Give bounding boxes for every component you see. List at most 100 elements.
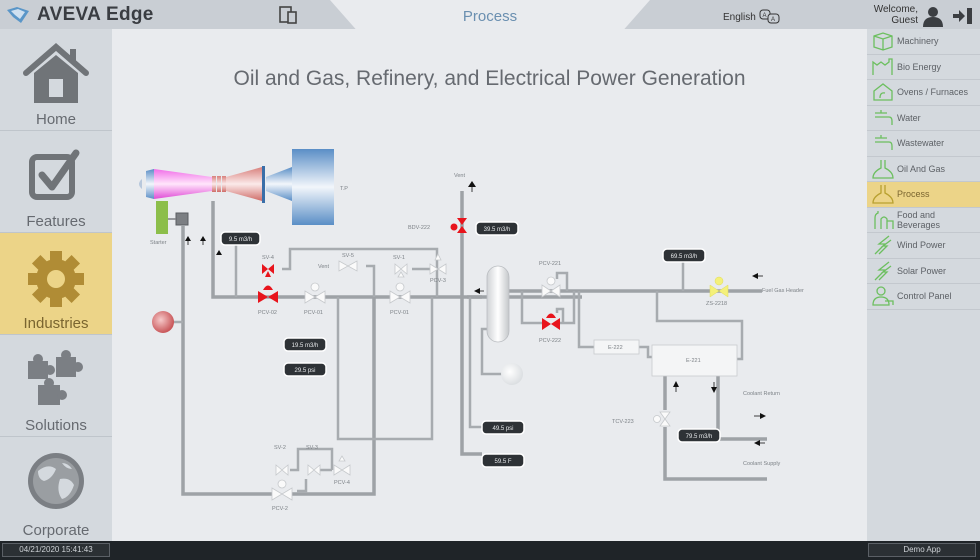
logout-icon[interactable] — [952, 7, 974, 25]
puzzle-icon — [28, 350, 83, 405]
pcv-01a-label: PCV-01 — [304, 310, 323, 316]
checkbox-icon — [29, 149, 80, 200]
starter-motor — [156, 201, 168, 234]
language-selector[interactable]: English A A — [723, 9, 781, 25]
gas-turbine — [139, 149, 334, 225]
pcv-01b-valve[interactable] — [389, 282, 411, 304]
industry-item-process[interactable]: Process — [867, 182, 980, 208]
pcv-01b-label: PCV-01 — [390, 310, 409, 316]
status-bar: 04/21/2020 15:41:43 Demo App — [0, 541, 980, 560]
flow-reading-1: 9.5 m3/h — [220, 231, 261, 246]
user-icon[interactable] — [922, 5, 944, 27]
industry-item-machinery[interactable]: Machinery — [867, 29, 980, 55]
pcv-221-valve[interactable] — [541, 276, 561, 298]
flask-icon — [872, 159, 894, 179]
red-sphere — [152, 311, 174, 333]
pipes — [172, 191, 767, 496]
zs-2218-valve[interactable] — [709, 276, 729, 298]
arrow-up-icon — [216, 250, 222, 255]
aveva-logo-icon — [7, 7, 29, 23]
arrow-up-icon — [468, 181, 476, 187]
nav-item-industries[interactable]: Industries — [0, 233, 112, 335]
pcv-4-label: PCV-4 — [334, 480, 350, 486]
industry-item-oil-and-gas[interactable]: Oil And Gas — [867, 157, 980, 182]
box-icon — [873, 32, 893, 51]
flow-reading-bdv: 39.5 m3/h — [475, 221, 519, 236]
arrow-left-icon — [474, 288, 480, 294]
sv-1-label: SV-1 — [393, 255, 405, 261]
pcv-02-label: PCV-02 — [258, 310, 277, 316]
tcv-223-valve[interactable] — [653, 411, 671, 427]
left-nav: Home Features Industries — [0, 29, 112, 541]
nav-item-solutions[interactable]: Solutions — [0, 335, 112, 437]
industry-item-water[interactable]: Water — [867, 106, 980, 131]
pcv-3-label: PCV-3 — [430, 278, 446, 284]
svg-text:59.5 F: 59.5 F — [494, 459, 511, 465]
industry-item-wind-power[interactable]: Wind Power — [867, 233, 980, 259]
sv-1-valve[interactable] — [394, 263, 408, 278]
industry-item-solar-power[interactable]: Solar Power — [867, 259, 980, 284]
right-nav: Machinery Bio Energy Ovens / Furnaces Wa… — [867, 29, 980, 541]
nav-item-home[interactable]: Home — [0, 29, 112, 131]
white-sphere — [501, 363, 523, 385]
sv-5-label: SV-5 — [342, 253, 354, 259]
e-221-label: E-221 — [686, 358, 701, 364]
bdv-222-valve[interactable] — [450, 218, 468, 233]
vent-sv5-label: Vent — [318, 264, 329, 270]
pcv-2-valve[interactable] — [271, 479, 293, 501]
sv-3-valve[interactable] — [307, 464, 321, 476]
svg-text:A: A — [762, 13, 766, 19]
gear-icon — [28, 251, 84, 307]
center-tab — [330, 0, 650, 29]
diagram-title: Oil and Gas, Refinery, and Electrical Po… — [233, 67, 746, 90]
nav-item-features[interactable]: Features — [0, 131, 112, 233]
e-222-label: E-222 — [608, 345, 623, 351]
sv-2-valve[interactable] — [275, 464, 289, 476]
faucet-icon — [875, 135, 893, 151]
globe-icon — [28, 453, 84, 509]
separator-vessel — [486, 265, 510, 343]
app-name: AVEVA Edge — [37, 4, 154, 25]
nav-item-corporate[interactable]: Corporate — [0, 437, 112, 541]
bdv-222-label: BDV-222 — [408, 225, 430, 231]
industry-item-wastewater[interactable]: Wastewater — [867, 131, 980, 157]
starter-label: Starter — [150, 240, 167, 246]
sv-4-valve[interactable] — [262, 264, 274, 277]
industry-item-control-panel[interactable]: Control Panel — [867, 284, 980, 310]
flow-reading-coolant: 79.5 m3/h — [677, 428, 721, 443]
page-title: Process — [462, 8, 518, 25]
sv-5-valve[interactable] — [338, 260, 358, 272]
home-icon — [23, 43, 89, 103]
fuel-gas-header-label: Fuel Gas Header — [762, 288, 804, 294]
pcv-222-valve[interactable] — [542, 313, 560, 331]
pcv-02-valve[interactable] — [258, 285, 278, 304]
pcv-4-valve[interactable] — [333, 455, 351, 476]
svg-text:A: A — [771, 17, 775, 23]
pcv-3-valve[interactable] — [429, 253, 447, 275]
industry-item-bio-energy[interactable]: Bio Energy — [867, 55, 980, 80]
operator-icon — [872, 286, 894, 306]
svg-text:9.5 m3/h: 9.5 m3/h — [229, 237, 252, 243]
device-view-icon[interactable] — [279, 6, 299, 24]
sv-3-label: SV-3 — [306, 445, 318, 451]
industry-item-food-and-beverages[interactable]: Food and Beverages — [867, 208, 980, 233]
top-bar: AVEVA Edge Process English A A Welcome, … — [0, 0, 980, 29]
arrow-up-icon — [200, 236, 206, 241]
pressure-reading-mid: 29.5 psi — [283, 362, 327, 377]
industry-item-ovens-furnaces[interactable]: Ovens / Furnaces — [867, 80, 980, 106]
zs-2218-label: ZS-2218 — [706, 301, 727, 307]
e-221-exchanger — [651, 344, 738, 377]
temperature-reading-vessel: 59.5 F — [481, 453, 525, 468]
arrow-down-icon — [711, 387, 717, 393]
svg-text:39.5 m3/h: 39.5 m3/h — [484, 227, 511, 233]
oven-icon — [873, 83, 893, 101]
datetime-display: 04/21/2020 15:41:43 — [2, 543, 110, 557]
factory-icon — [872, 58, 893, 75]
pcv-2-label: PCV-2 — [272, 506, 288, 512]
pcv-01a-valve[interactable] — [304, 282, 326, 304]
pressure-reading-vessel: 49.5 psi — [481, 420, 525, 435]
flow-reading-mid: 19.5 m3/h — [283, 337, 327, 352]
flow-reading-fuel: 69.5 m3/h — [662, 248, 706, 263]
flask-icon — [872, 185, 894, 204]
pcv-222-label: PCV-222 — [539, 338, 561, 344]
